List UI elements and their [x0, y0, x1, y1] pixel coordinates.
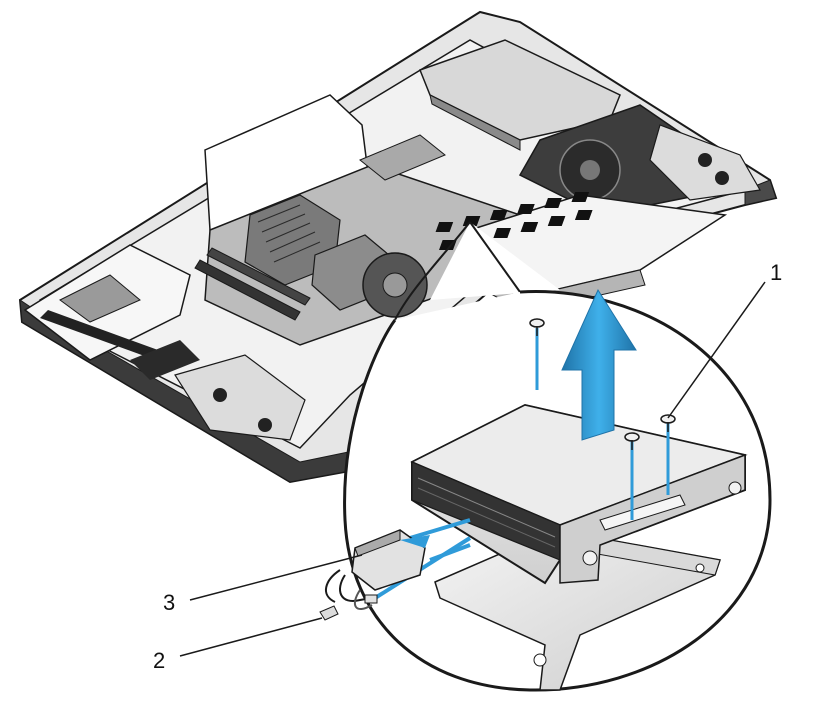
- callout-2: 2: [153, 648, 165, 673]
- lift-arrow: [561, 288, 637, 441]
- memory-slot: [194, 259, 301, 321]
- inset-wedge: [430, 222, 560, 300]
- drive-side-rail: [559, 453, 746, 584]
- magnified-inset: [319, 221, 772, 692]
- optical-drive-face: [429, 94, 521, 151]
- cable-tab: [319, 605, 339, 621]
- screws: [529, 318, 676, 450]
- wireless-card: [359, 134, 446, 181]
- drive-cable: [319, 518, 472, 621]
- callout-3: 3: [163, 590, 175, 615]
- left-speaker: [174, 354, 306, 441]
- callout-line-1: [667, 281, 766, 419]
- screw-1: [529, 318, 545, 336]
- callout-line-3: [189, 554, 363, 601]
- io-ports: [40, 310, 158, 358]
- screw-3: [660, 414, 676, 432]
- chassis-right-rim: [744, 179, 777, 206]
- callout-line-2: [179, 617, 323, 657]
- screw-2: [624, 432, 640, 450]
- callouts: 1 3 2: [153, 260, 782, 673]
- vent-slots: [435, 192, 593, 250]
- callout-1: 1: [770, 260, 782, 285]
- screw-guides: [535, 328, 670, 520]
